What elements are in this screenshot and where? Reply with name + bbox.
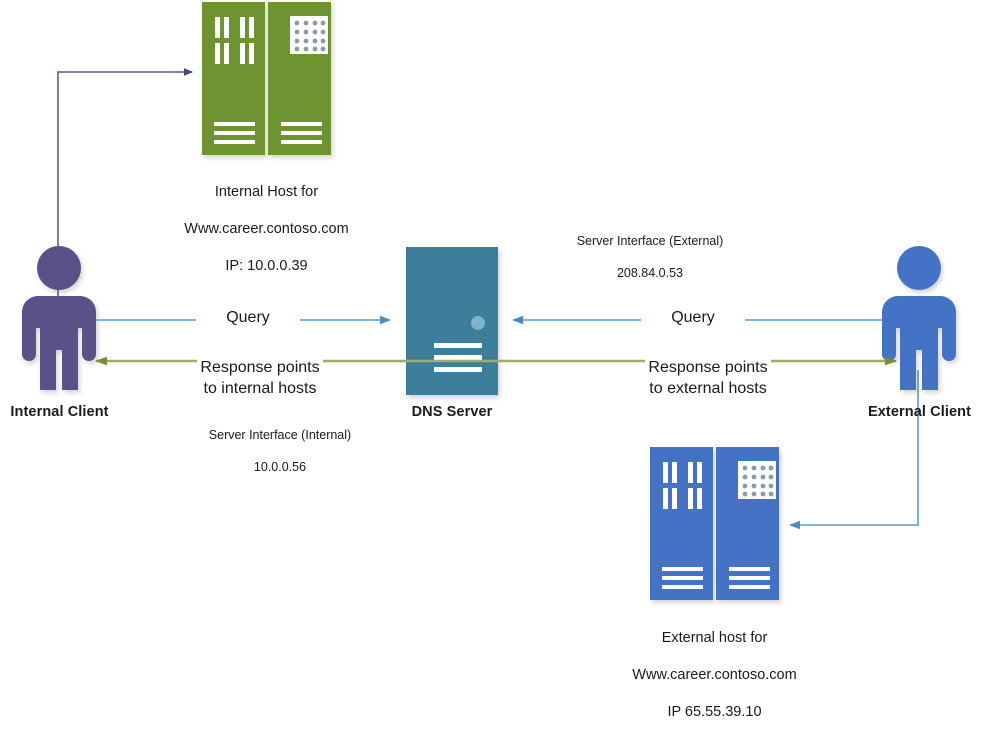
server-interface-internal-line2: 10.0.0.56 (253, 460, 307, 474)
external-response-label: Response points to external hosts (608, 338, 808, 400)
internal-host-line2: Www.career.contoso.com (184, 220, 349, 237)
internal-response-line1: Response points (197, 358, 323, 379)
connector-external-client-to-host (789, 370, 919, 530)
internal-client-icon (22, 246, 96, 390)
external-host-line1: External host for (661, 629, 768, 646)
external-client-label: External Client (867, 404, 972, 420)
diagram-canvas: Internal Host for Www.career.contoso.com… (10, 2, 972, 720)
internal-response-line2: to internal hosts (200, 378, 320, 400)
dns-server-label: DNS Server (411, 404, 493, 420)
connector-internal-client-to-host (57, 68, 193, 300)
internal-query-label: Query (196, 308, 300, 329)
internal-host-line1: Internal Host for (214, 183, 319, 200)
external-response-line1: Response points (645, 358, 771, 379)
diagram-graphics (22, 2, 956, 600)
external-response-line2: to external hosts (646, 378, 770, 400)
server-interface-internal-label: Server Interface (Internal) 10.0.0.56 (165, 411, 395, 491)
internal-response-label: Response points to internal hosts (160, 338, 360, 400)
internal-host-line3: IP: 10.0.0.39 (225, 257, 308, 274)
server-interface-external-line2: 208.84.0.53 (616, 266, 684, 280)
server-interface-external-line1: Server Interface (External) (576, 234, 724, 248)
server-interface-external-label: Server Interface (External) 208.84.0.53 (525, 217, 775, 297)
dns-server-icon (406, 247, 498, 395)
internal-client-label: Internal Client (10, 404, 109, 420)
external-host-line2: Www.career.contoso.com (632, 666, 797, 683)
external-host-line3: IP 65.55.39.10 (667, 703, 762, 720)
internal-host-icon (202, 2, 331, 155)
internal-host-label: Internal Host for Www.career.contoso.com… (144, 164, 389, 294)
external-host-label: External host for Www.career.contoso.com… (592, 610, 837, 740)
server-interface-internal-line1: Server Interface (Internal) (208, 428, 352, 442)
external-host-icon (650, 447, 779, 600)
external-client-icon (882, 246, 956, 390)
external-query-label: Query (641, 308, 745, 329)
